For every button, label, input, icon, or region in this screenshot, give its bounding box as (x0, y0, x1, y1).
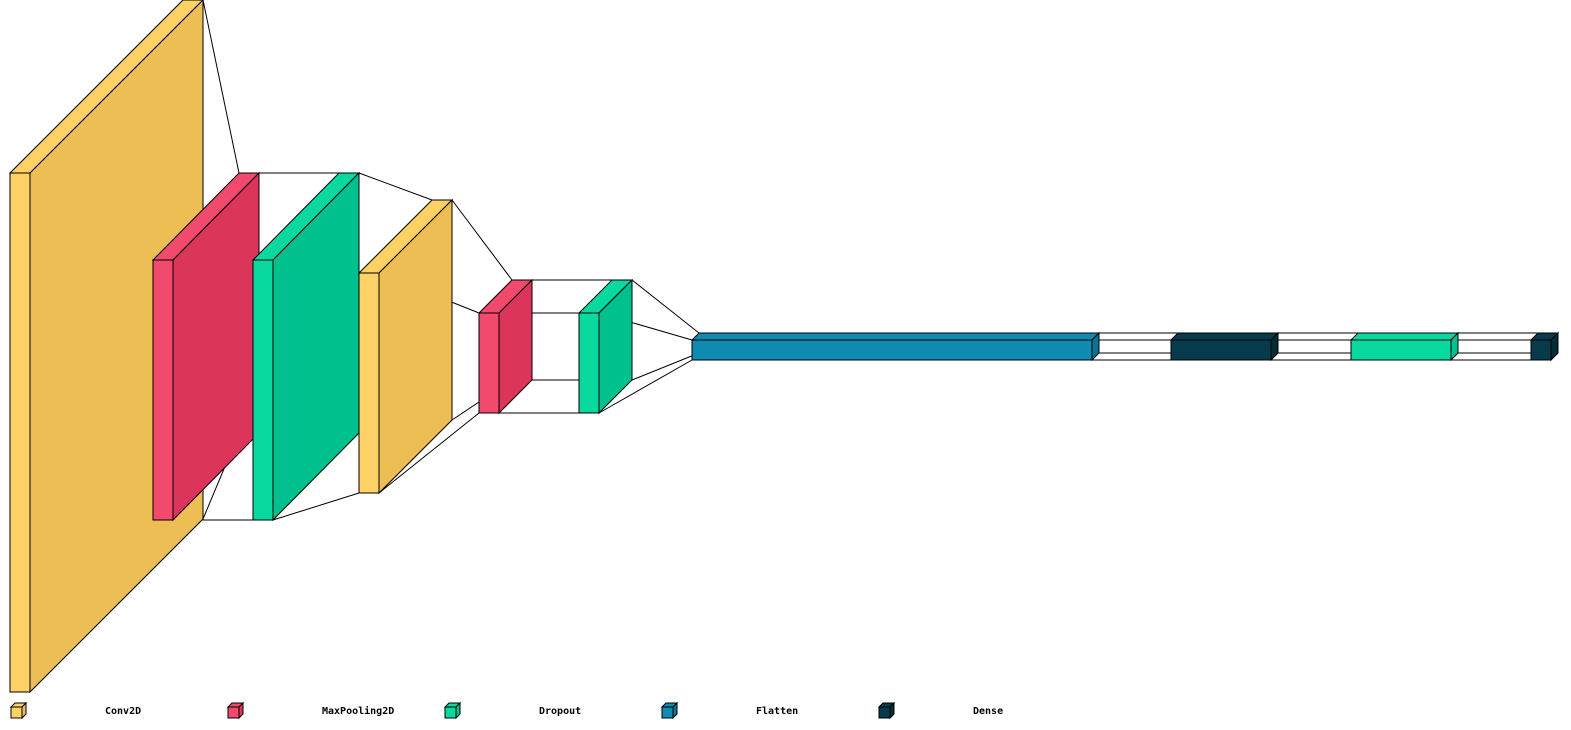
connector-line-2-0 (358, 172, 433, 201)
connector-line-5-0 (631, 279, 700, 334)
block-side-face (272, 171, 360, 522)
connector-line-5-1 (631, 352, 700, 381)
block-top-face (1169, 332, 1280, 341)
connector-line-3-3 (378, 412, 480, 494)
layer-block-8-dense (1169, 331, 1280, 362)
connector-line-2-3 (272, 492, 360, 521)
conv2d-cube-icon (9, 701, 28, 720)
legend-label-conv2d: Conv2D (105, 706, 141, 717)
connector-line-3-0 (451, 199, 513, 281)
connector-line-5-3 (598, 359, 693, 414)
layer-block-3-dropout (251, 171, 361, 522)
layer-block-6-dropout (577, 278, 634, 415)
maxpooling2d-cube-icon (226, 701, 245, 720)
block-front-face (578, 312, 600, 414)
dropout-cube-icon (443, 701, 462, 720)
block-front-face (478, 312, 500, 414)
flatten-cube-icon (660, 701, 679, 720)
legend-item-conv2d: Conv2D (9, 701, 141, 720)
block-front-face (252, 259, 274, 521)
block-front-face (9, 172, 31, 693)
block-front-face (1530, 339, 1552, 361)
block-front-face (1350, 339, 1452, 361)
layer-block-2-maxpooling2d (151, 171, 261, 522)
block-top-face (690, 332, 1101, 341)
legend-item-dense: Dense (877, 701, 1003, 720)
legend-label-flatten: Flatten (756, 706, 798, 717)
dense-cube-icon (877, 701, 896, 720)
layer-blocks (8, 0, 1560, 694)
layer-block-10-dense (1529, 331, 1560, 362)
block-front-face (358, 272, 380, 494)
legend-label-dropout: Dropout (539, 706, 581, 717)
block-front-face (152, 259, 174, 521)
legend-item-maxpooling2d: MaxPooling2D (226, 701, 394, 720)
connector-line-0-0 (202, 0, 240, 174)
legend-item-dropout: Dropout (443, 701, 581, 720)
legend-label-dense: Dense (973, 706, 1003, 717)
legend-item-flatten: Flatten (660, 701, 798, 720)
layer-block-5-maxpooling2d (477, 278, 534, 415)
block-top-face (1349, 332, 1460, 341)
layer-block-4-conv2d (357, 198, 454, 495)
layer-block-9-dropout (1349, 331, 1460, 362)
block-front-face (1170, 339, 1272, 361)
legend-label-maxpooling2d: MaxPooling2D (322, 705, 394, 717)
layer-block-7-flatten (690, 331, 1101, 362)
block-front-face (691, 339, 1093, 361)
legend: Conv2D MaxPooling2D Dropout Flatten Dense (9, 701, 1003, 720)
